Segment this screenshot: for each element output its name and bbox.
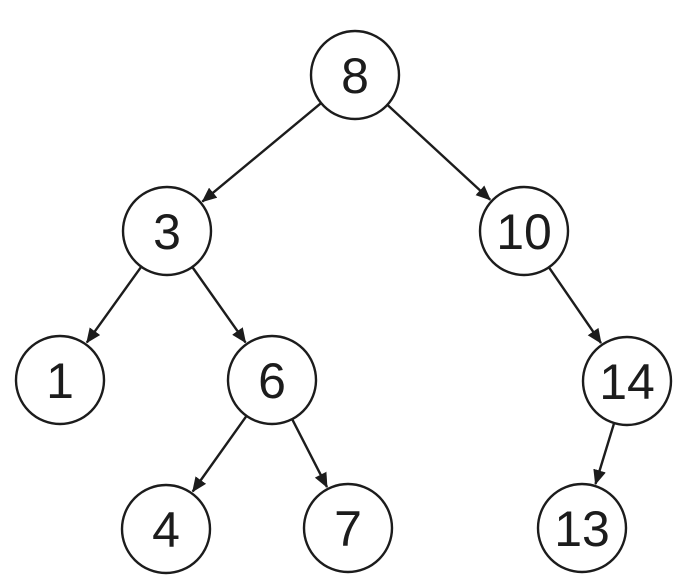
tree-node-8: 8 xyxy=(309,29,401,121)
node-circle-14 xyxy=(581,335,673,427)
tree-node-3: 3 xyxy=(121,185,213,277)
node-label-8: 8 xyxy=(341,48,369,104)
edges-layer xyxy=(85,102,616,493)
node-label-14: 14 xyxy=(599,354,655,410)
node-circle-13 xyxy=(536,482,628,574)
tree-edge-6-to-4 xyxy=(191,415,248,493)
node-circle-6 xyxy=(226,334,318,426)
tree-node-14: 14 xyxy=(581,335,673,427)
tree-edge-6-to-7 xyxy=(291,418,329,488)
tree-node-7: 7 xyxy=(302,482,394,574)
nodes-layer: 8 3 10 1 6 14 4 7 13 xyxy=(14,29,673,575)
node-circle-10 xyxy=(478,185,570,277)
node-label-4: 4 xyxy=(152,502,180,558)
node-circle-8 xyxy=(309,29,401,121)
node-circle-4 xyxy=(120,483,212,575)
tree-edge-3-to-1 xyxy=(85,266,143,344)
tree-node-1: 1 xyxy=(14,334,106,426)
node-circle-1 xyxy=(14,334,106,426)
tree-edge-3-to-6 xyxy=(191,266,247,344)
node-label-1: 1 xyxy=(46,353,74,409)
tree-edge-8-to-3 xyxy=(201,102,322,203)
tree-node-6: 6 xyxy=(226,334,318,426)
tree-edge-10-to-14 xyxy=(547,266,602,344)
tree-node-10: 10 xyxy=(478,185,570,277)
node-label-3: 3 xyxy=(153,204,181,260)
node-label-13: 13 xyxy=(554,501,610,557)
node-circle-3 xyxy=(121,185,213,277)
tree-edge-14-to-13 xyxy=(593,422,616,485)
node-label-6: 6 xyxy=(258,353,286,409)
node-label-7: 7 xyxy=(334,501,362,557)
node-label-10: 10 xyxy=(496,204,552,260)
tree-node-4: 4 xyxy=(120,483,212,575)
tree-node-13: 13 xyxy=(536,482,628,574)
node-circle-7 xyxy=(302,482,394,574)
tree-edge-8-to-10 xyxy=(386,103,492,201)
